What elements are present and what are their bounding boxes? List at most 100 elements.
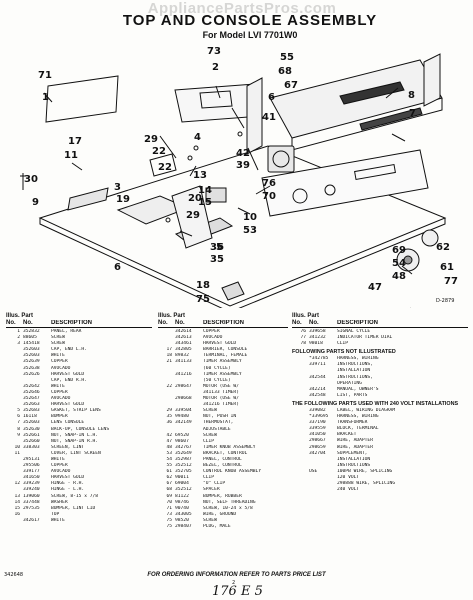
part-no: 342214: [309, 386, 326, 392]
part-no: 98607: [175, 438, 189, 444]
description: NUT, SNAP-IN R.H.: [51, 438, 99, 444]
description: WIRE, GROUND: [203, 511, 237, 517]
illus-no: 47: [166, 438, 172, 444]
description: SCREW: [51, 335, 65, 341]
illus-no: 35: [166, 414, 172, 420]
illus-no: 11: [14, 450, 20, 456]
exploded-view-drawing: 73 2 71 1 55 68 67 8 7 17 11 30 9 22 4 1…: [20, 46, 458, 308]
part-no: 341216: [175, 371, 192, 377]
part-no: 295131: [23, 456, 40, 462]
description: TERMINAL, FEMALE: [203, 353, 248, 359]
description: INSTRUCTIONS: [337, 462, 371, 468]
description: (50 CYCLE): [203, 377, 231, 383]
illus-no: 70: [166, 499, 172, 505]
description: TIMER KNOB ASSEMBLY: [203, 444, 256, 450]
part-no: 298659: [309, 444, 326, 450]
description: 240 VOLT: [337, 487, 360, 493]
table-row: (50 CYCLE): [158, 378, 288, 384]
callout-55: 55: [280, 52, 294, 63]
callout-41: 41: [262, 112, 276, 123]
illus-no: 17: [166, 347, 172, 353]
part-no: 99480: [175, 414, 189, 420]
description: BUMPER, LINT LID: [51, 505, 96, 511]
description: MOTOR (USE W/: [203, 396, 239, 402]
callout-7: 7: [409, 108, 416, 119]
callout-5: 5: [216, 242, 223, 253]
description: 298888 WIRE, SPLICING: [337, 481, 396, 487]
figure-code: D-2879: [436, 298, 455, 304]
illus-no: 22: [166, 383, 172, 389]
description: TIMER ASSEMBLY: [203, 359, 242, 365]
part-no: 352638: [23, 365, 40, 371]
illus-no: 7: [17, 420, 20, 426]
description: BRACKET, CONTROL: [203, 450, 248, 456]
illus-no: 29: [166, 408, 172, 414]
part-no: 339504: [175, 408, 192, 414]
column-header-row: No. No. DESCRIPTION: [6, 320, 152, 328]
callout-77: 77: [444, 276, 458, 287]
table-row: 240 VOLT: [292, 487, 468, 493]
part-no: 342613: [175, 335, 192, 341]
part-no: 98746: [175, 499, 189, 505]
description: AVOCADO: [51, 469, 71, 475]
callout-67: 67: [284, 80, 298, 91]
illus-no: 69: [166, 493, 172, 499]
part-no: 352705: [175, 469, 192, 475]
description: HARNESS, WIRING: [337, 414, 379, 420]
illus-no: 18: [166, 353, 172, 359]
callout-10: 10: [243, 212, 257, 223]
table-row: INSTALLATION: [292, 368, 468, 374]
not-illustrated-note: FOLLOWING PARTS NOT ILLUSTRATED: [292, 349, 396, 356]
callout-6: 6: [114, 262, 121, 273]
description: WIRE, ADAPTER: [337, 444, 373, 450]
callout-68: 68: [278, 66, 292, 77]
part-no: 342548: [309, 392, 326, 398]
illus-no: 73: [166, 511, 172, 517]
part-no: 145418: [23, 341, 40, 347]
part-no: 341232: [309, 335, 326, 341]
illus-no: 5: [17, 408, 20, 414]
description: HARVEST GOLD: [51, 371, 85, 377]
callout-30: 30: [24, 174, 38, 185]
part-no: 352987: [175, 456, 192, 462]
description: GASKET, STRIP LENS: [51, 408, 101, 414]
description: INSTALLATION: [337, 368, 371, 374]
illus-no: 2: [17, 335, 20, 341]
illus-no: 13: [14, 493, 20, 499]
callout-22-b: 22: [158, 162, 172, 173]
part-no: *339695: [309, 414, 329, 420]
part-no: 339711: [309, 362, 326, 368]
column-header-title: Illus. Part: [6, 313, 34, 319]
illus-no: 21: [166, 359, 172, 365]
part-no: 98018: [309, 341, 323, 347]
illus-no: 53: [166, 450, 172, 456]
description: CLIP: [337, 341, 349, 347]
part-no: 342704: [309, 450, 326, 456]
part-no: 352512: [175, 487, 192, 493]
description: HINGE - L.H.: [51, 487, 85, 493]
